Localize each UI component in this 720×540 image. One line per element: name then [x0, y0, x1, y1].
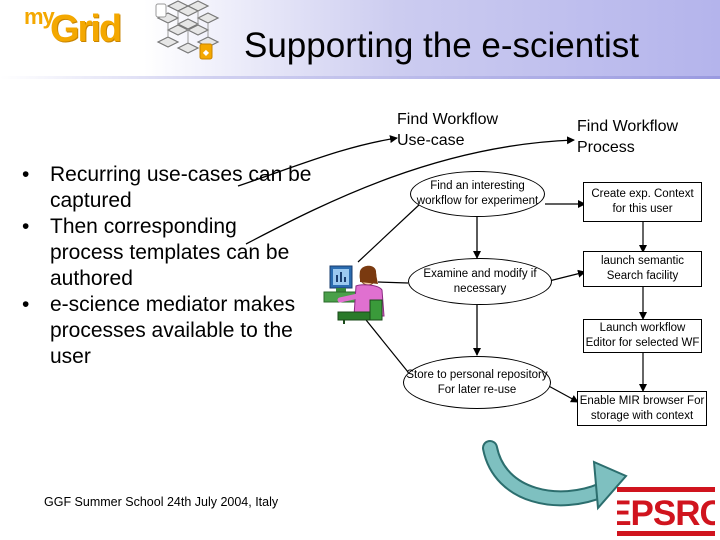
- process-step-browser: Enable MIR browser For storage with cont…: [577, 391, 707, 426]
- svg-text:◆: ◆: [203, 48, 210, 57]
- bullet-item: Recurring use-cases can be captured: [22, 162, 312, 214]
- use-case-step-examine: Examine and modify if necessary: [408, 258, 552, 305]
- process-step-search: launch semantic Search facility: [583, 251, 702, 287]
- footer-text: GGF Summer School 24th July 2004, Italy: [44, 495, 279, 509]
- use-case-step-find: Find an interesting workflow for experim…: [410, 171, 545, 217]
- header-divider: [0, 76, 720, 79]
- process-step-context: Create exp. Context for this user: [583, 182, 702, 222]
- bullet-item: Then corresponding process templates can…: [22, 214, 312, 292]
- use-case-column-heading: Find Workflow Use-case: [397, 111, 499, 149]
- epsrc-logo: EPSRC: [617, 487, 715, 536]
- epsrc-logo-text: EPSRC: [617, 494, 715, 533]
- cycle-arrow-icon: [482, 440, 628, 511]
- slide-title: Supporting the e-scientist: [244, 26, 639, 65]
- bullet-item: e-science mediator makes processes avail…: [22, 292, 312, 370]
- grid-cubes-icon: ◆: [155, 0, 220, 60]
- use-case-step-store: Store to personal repository For later r…: [403, 356, 551, 409]
- process-step-editor: Launch workflow Editor for selected WF: [583, 319, 702, 353]
- header-band: [0, 0, 720, 78]
- bullet-list: Recurring use-cases can be captured Then…: [22, 162, 312, 370]
- mygrid-logo-grid: Grid: [50, 8, 122, 50]
- process-column-heading: Find Workflow Process: [577, 118, 679, 156]
- mygrid-logo-my: my: [24, 4, 55, 29]
- person-at-computer-icon: [323, 265, 385, 324]
